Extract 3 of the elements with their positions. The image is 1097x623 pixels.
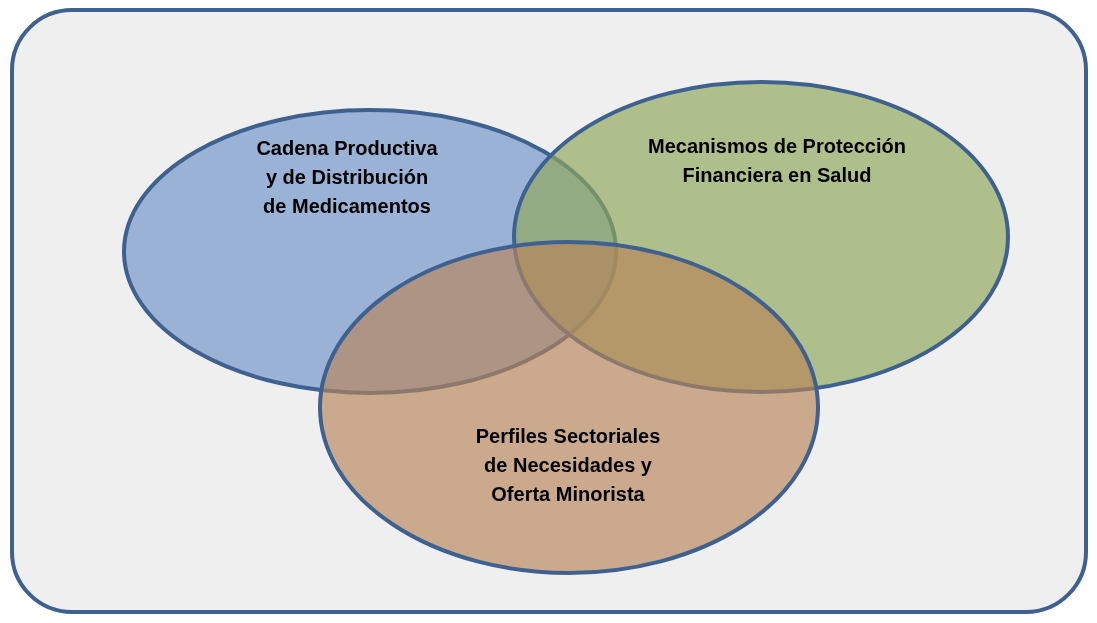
ellipse-label: Mecanismos de Protección Financiera en Salud <box>647 134 907 188</box>
ellipse-label: Perfiles Sectoriales de Necesidades y Oferta Minorista <box>474 424 662 507</box>
ellipse-label: Cadena Productiva y de Distribución de Medicamentos <box>255 136 439 219</box>
